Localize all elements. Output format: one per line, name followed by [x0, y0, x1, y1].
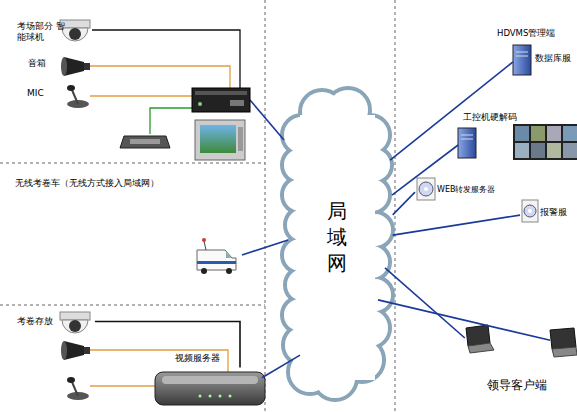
- mic-icon: [67, 377, 89, 400]
- van-icon: [197, 238, 236, 274]
- network-link: [378, 300, 550, 340]
- device-label: 视频服务器: [175, 353, 235, 364]
- video-server-node: 视频服务器: [150, 350, 270, 408]
- mic-node: MIC: [22, 85, 92, 110]
- network-label: 局域网: [325, 198, 349, 276]
- cloud-shape: [282, 88, 393, 400]
- camera-node: 考场部分 智能球机: [15, 15, 95, 50]
- device-label: 无线考卷车（无线方式接入局域网）: [15, 178, 240, 189]
- camera-node: 考卷存放: [15, 308, 95, 338]
- device-label: 报警服: [540, 207, 577, 218]
- client-node: 领导客户端: [455, 320, 577, 395]
- server-node: WEB转发服务器: [415, 175, 510, 205]
- speaker-icon: [61, 57, 90, 76]
- network-link: [95, 322, 240, 368]
- network-link: [393, 215, 520, 235]
- wire: [90, 30, 284, 386]
- decoder-node: 工控机硬解码: [455, 110, 577, 165]
- van-node: 无线考卷车（无线方式接入局域网）: [12, 175, 242, 275]
- network-link: [242, 240, 288, 255]
- speaker-node: 音箱: [25, 55, 90, 80]
- speaker-icon: [61, 341, 90, 360]
- mic-icon: [67, 85, 89, 108]
- keyboard-icon: [120, 136, 170, 148]
- device-label: 考卷存放: [17, 316, 62, 327]
- dvr-icon: [192, 88, 250, 112]
- network-link: [385, 268, 465, 338]
- network-link: [392, 145, 458, 195]
- device-label: 考场部分 智能球机: [17, 21, 65, 44]
- network-link: [262, 355, 300, 378]
- device-label: 音箱: [28, 58, 60, 69]
- device-label: 工控机硬解码: [463, 112, 533, 123]
- server-node: HDVMS管理端数据库服: [495, 25, 577, 77]
- server-node: 报警服: [520, 198, 577, 228]
- device-label: 领导客户端: [487, 378, 557, 393]
- server-icon: [522, 200, 538, 222]
- monitor-icon: [195, 120, 245, 160]
- separator: [0, 0, 395, 412]
- camera-icon: [60, 312, 90, 333]
- network-link: [393, 192, 415, 215]
- server-icon: [417, 178, 435, 200]
- device-label: HDVMS管理端: [497, 28, 577, 39]
- server-icon: [458, 128, 476, 158]
- device-label: MIC: [27, 88, 59, 99]
- network-cloud: 局域网: [280, 90, 395, 400]
- laptop-icon: [550, 328, 577, 357]
- device-label: WEB转发服务器: [437, 185, 509, 195]
- network-link: [390, 62, 513, 160]
- video-server-icon: [155, 372, 265, 405]
- device-label: 数据库服: [535, 53, 577, 64]
- server-icon: [513, 45, 531, 75]
- laptop-icon: [466, 325, 494, 353]
- video-wall: [513, 124, 577, 160]
